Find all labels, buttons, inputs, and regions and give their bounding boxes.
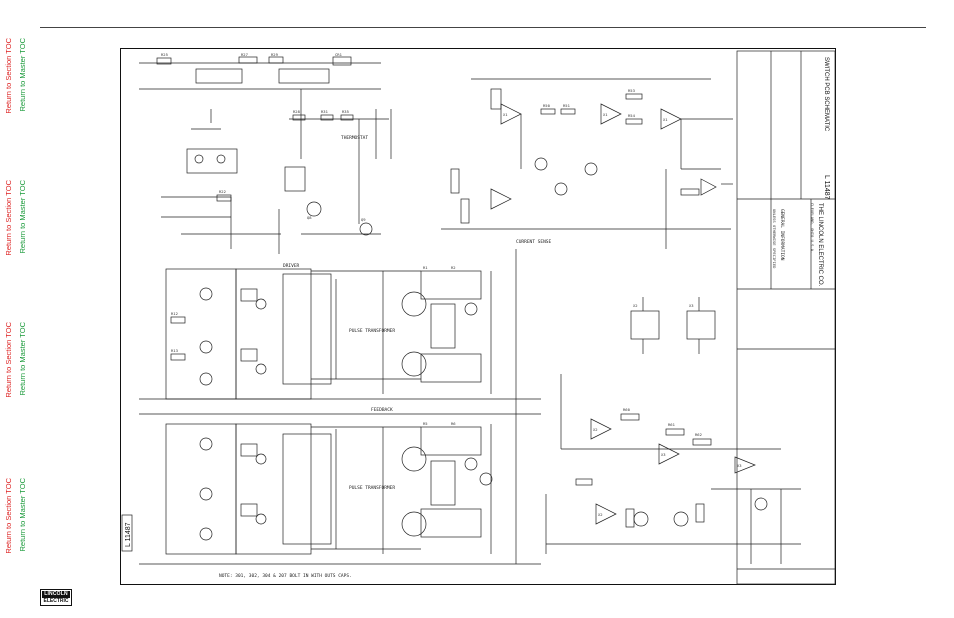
svg-text:R5: R5 bbox=[423, 421, 428, 426]
general-information-heading: GENERAL INFORMATION bbox=[779, 209, 785, 261]
header-rule bbox=[40, 27, 926, 28]
svg-text:R31: R31 bbox=[321, 109, 329, 114]
svg-text:Q8: Q8 bbox=[307, 215, 312, 220]
svg-text:X3: X3 bbox=[689, 303, 694, 308]
svg-text:X1: X1 bbox=[603, 112, 608, 117]
svg-text:X3: X3 bbox=[737, 463, 742, 468]
lincoln-electric-logo: LINCOLN ELECTRIC bbox=[40, 589, 72, 606]
feedback-label: FEEDBACK bbox=[371, 407, 393, 413]
svg-text:R28: R28 bbox=[293, 109, 301, 114]
driver-label: DRIVER bbox=[283, 263, 300, 269]
svg-text:X2: X2 bbox=[633, 303, 638, 308]
svg-text:R35: R35 bbox=[342, 109, 349, 114]
svg-text:X1: X1 bbox=[503, 112, 508, 117]
svg-text:X1: X1 bbox=[663, 117, 668, 122]
return-to-master-toc-link-3[interactable]: Return to Master TOC bbox=[18, 322, 27, 396]
schematic-drawing: R25 R27 R29 CR1 R28 R31 R35 R22 Q8 Q9 R1… bbox=[121, 50, 836, 585]
svg-text:CR1: CR1 bbox=[335, 52, 343, 57]
company-name: THE LINCOLN ELECTRIC CO. bbox=[817, 203, 823, 287]
return-to-master-toc-link-1[interactable]: Return to Master TOC bbox=[18, 38, 27, 112]
svg-text:R12: R12 bbox=[171, 311, 178, 316]
pulse-transformer-bottom-label: PULSE TRANSFORMER bbox=[349, 485, 395, 491]
current-sense-label: CURRENT SENSE bbox=[516, 239, 552, 245]
svg-text:X2: X2 bbox=[593, 427, 598, 432]
return-to-master-toc-link-4[interactable]: Return to Master TOC bbox=[18, 478, 27, 552]
svg-text:R13: R13 bbox=[171, 348, 178, 353]
general-info-text: GENERAL INFORMATION UNLESS OTHERWISE SPE… bbox=[772, 209, 785, 269]
svg-text:X3: X3 bbox=[661, 452, 666, 457]
return-to-section-toc-link-2[interactable]: Return to Section TOC bbox=[4, 180, 13, 256]
return-to-section-toc-link-1[interactable]: Return to Section TOC bbox=[4, 38, 13, 114]
company-location: CLEVELAND, OHIO U.S.A. bbox=[810, 203, 815, 253]
svg-text:R61: R61 bbox=[668, 422, 676, 427]
svg-text:R25: R25 bbox=[161, 52, 168, 57]
svg-text:R1: R1 bbox=[423, 265, 428, 270]
svg-text:R2: R2 bbox=[451, 265, 456, 270]
svg-text:R29: R29 bbox=[271, 52, 279, 57]
return-to-master-toc-link-2[interactable]: Return to Master TOC bbox=[18, 180, 27, 254]
schematic-designators: R25 R27 R29 CR1 R28 R31 R35 R22 Q8 Q9 R1… bbox=[161, 52, 742, 517]
drawing-number: L 11487 bbox=[823, 175, 830, 200]
title-block-text: SWITCH PCB SCHEMATIC L 11487 THE LINCOLN… bbox=[810, 57, 830, 287]
drawing-title: SWITCH PCB SCHEMATIC bbox=[823, 57, 829, 132]
svg-text:X2: X2 bbox=[598, 512, 603, 517]
svg-text:R50: R50 bbox=[543, 103, 551, 108]
svg-text:R53: R53 bbox=[628, 88, 635, 93]
thermostat-label: THERMOSTAT bbox=[341, 135, 368, 141]
schematic-sheet: R25 R27 R29 CR1 R28 R31 R35 R22 Q8 Q9 R1… bbox=[120, 48, 836, 585]
toc-link-strip: Return to Section TOC Return to Master T… bbox=[0, 30, 36, 585]
bottom-note: NOTE: 301, 302, 304 & 207 BOLT IN WITH O… bbox=[219, 573, 352, 579]
svg-text:R51: R51 bbox=[563, 103, 571, 108]
svg-text:L 11487: L 11487 bbox=[125, 522, 132, 547]
svg-text:R22: R22 bbox=[219, 189, 226, 194]
pulse-transformer-top-label: PULSE TRANSFORMER bbox=[349, 328, 395, 334]
schematic-wiring bbox=[139, 50, 836, 585]
svg-text:R6: R6 bbox=[451, 421, 456, 426]
return-to-section-toc-link-3[interactable]: Return to Section TOC bbox=[4, 322, 13, 398]
corner-drawing-number: L 11487 bbox=[121, 514, 133, 552]
return-to-section-toc-link-4[interactable]: Return to Section TOC bbox=[4, 478, 13, 554]
unless-specified-note: UNLESS OTHERWISE SPECIFIED bbox=[772, 209, 777, 269]
svg-text:Q9: Q9 bbox=[361, 217, 366, 222]
svg-text:R60: R60 bbox=[623, 407, 631, 412]
svg-text:R62: R62 bbox=[695, 432, 702, 437]
svg-text:R27: R27 bbox=[241, 52, 248, 57]
svg-text:R54: R54 bbox=[628, 113, 636, 118]
